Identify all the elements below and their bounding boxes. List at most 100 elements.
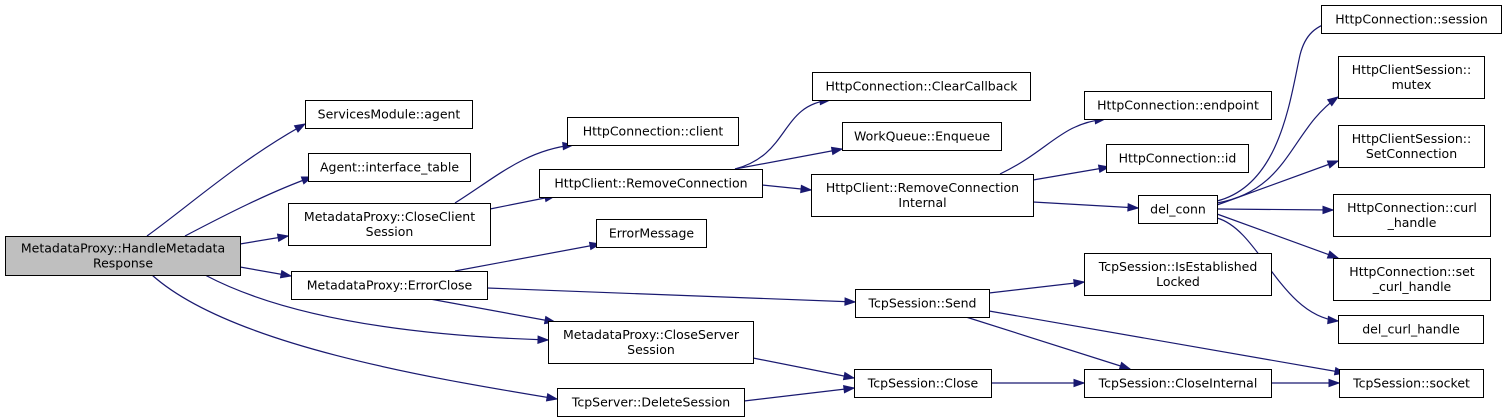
node-label: HttpConnection::endpoint — [1097, 98, 1259, 113]
node-label: HttpConnection::id — [1119, 151, 1237, 166]
node-label: TcpSession::IsEstablished — [1098, 259, 1258, 274]
node-label: HttpClientSession:: — [1352, 62, 1471, 77]
node-box — [1333, 258, 1491, 301]
node-label: ErrorMessage — [609, 226, 695, 241]
node-label: mutex — [1392, 77, 1432, 92]
arrowhead-icon — [279, 269, 293, 279]
node-label: _handle — [1387, 215, 1437, 230]
node-label: HttpClient::RemoveConnection — [826, 180, 1019, 195]
node-hcs_mutex[interactable]: HttpClientSession::mutex — [1338, 56, 1485, 99]
node-hc_set_curl[interactable]: HttpConnection::set_curl_handle — [1333, 258, 1491, 301]
edge-root-to-close_client — [239, 233, 290, 245]
node-box — [811, 174, 1034, 217]
edge-remove_conn_int-to-hc_id — [1032, 164, 1111, 181]
node-error_msg[interactable]: ErrorMessage — [596, 219, 707, 248]
arrowhead-icon — [1127, 203, 1140, 212]
node-label: MetadataProxy::HandleMetadata — [21, 241, 225, 256]
arrowhead-icon — [844, 297, 857, 306]
node-label: HttpConnection::set — [1349, 264, 1474, 279]
arrowhead-icon — [545, 393, 559, 402]
node-label: Session — [627, 342, 675, 357]
node-hc_curl[interactable]: HttpConnection::curl_handle — [1333, 194, 1491, 237]
node-box — [5, 236, 241, 276]
node-box — [1338, 315, 1484, 344]
node-label: Internal — [898, 195, 946, 210]
node-del_conn[interactable]: del_conn — [1138, 195, 1218, 224]
edge-remove_conn_int-to-hc_endpoint — [999, 115, 1107, 175]
node-remove_conn[interactable]: HttpClient::RemoveConnection — [539, 169, 763, 198]
edge-tcp_send-to-close_internal — [965, 316, 1132, 370]
node-box — [1339, 369, 1484, 398]
node-box — [596, 219, 707, 248]
node-label: TcpSession::Close — [867, 376, 979, 391]
node-label: MetadataProxy::ErrorClose — [307, 278, 473, 293]
node-label: Session — [366, 224, 414, 239]
node-box — [288, 203, 491, 246]
edge-root-to-error_close — [239, 266, 293, 279]
edge-del_conn-to-hc_set_curl — [1216, 213, 1340, 259]
edge-tcp_send-to-is_established — [988, 278, 1086, 294]
node-label: HttpConnection::curl — [1347, 200, 1477, 215]
node-clear_cb[interactable]: HttpConnection::ClearCallback — [812, 72, 1031, 101]
node-tcp_socket[interactable]: TcpSession::socket — [1339, 369, 1484, 398]
node-label: TcpSession::CloseInternal — [1098, 376, 1258, 391]
arrowhead-icon — [1326, 96, 1340, 107]
node-box — [854, 369, 992, 398]
node-box — [1084, 91, 1272, 120]
node-label: MetadataProxy::CloseServer — [563, 327, 740, 342]
node-box — [557, 388, 745, 417]
edge-close_server-to-tcp_close — [752, 357, 856, 381]
node-label: Agent::interface_table — [320, 160, 459, 175]
node-enqueue[interactable]: WorkQueue::Enqueue — [842, 122, 1002, 151]
arrowhead-icon — [800, 184, 813, 194]
arrowhead-icon — [1328, 378, 1341, 388]
node-hc_id[interactable]: HttpConnection::id — [1106, 144, 1249, 173]
arrowhead-icon — [1327, 315, 1340, 325]
edge-root-to-sm_agent — [146, 123, 307, 237]
node-agent_if[interactable]: Agent::interface_table — [308, 153, 471, 182]
edge-root-to-delete_session — [151, 274, 559, 402]
node-hc_endpoint[interactable]: HttpConnection::endpoint — [1084, 91, 1272, 120]
node-del_curl[interactable]: del_curl_handle — [1338, 315, 1484, 344]
edge-remove_conn-to-clear_cb — [734, 96, 832, 170]
edge-remove_conn-to-enqueue — [734, 146, 844, 170]
node-label: TcpSession::Send — [868, 296, 977, 311]
call-edges — [146, 18, 1347, 402]
node-label: TcpSession::socket — [1352, 376, 1470, 391]
node-label: Locked — [1156, 274, 1200, 289]
node-box — [1084, 369, 1272, 398]
node-box — [842, 122, 1002, 151]
edge-error_close-to-tcp_send — [486, 287, 857, 306]
edge-remove_conn-to-remove_conn_int — [761, 184, 813, 194]
node-tcp_send[interactable]: TcpSession::Send — [855, 289, 990, 318]
node-hcs_setconn[interactable]: HttpClientSession::SetConnection — [1338, 125, 1485, 168]
node-error_close[interactable]: MetadataProxy::ErrorClose — [291, 271, 488, 300]
arrowhead-icon — [830, 146, 844, 156]
node-box — [1138, 195, 1218, 224]
arrowhead-icon — [842, 371, 856, 381]
edge-del_conn-to-hcs_setconn — [1216, 160, 1340, 206]
node-delete_session[interactable]: TcpServer::DeleteSession — [557, 388, 745, 417]
node-close_internal[interactable]: TcpSession::CloseInternal — [1084, 369, 1272, 398]
node-box — [855, 289, 990, 318]
arrowhead-icon — [843, 384, 856, 394]
edge-error_close-to-close_server — [429, 298, 557, 325]
edge-close_internal-to-tcp_socket — [1271, 378, 1341, 388]
node-label: del_conn — [1150, 202, 1206, 217]
node-tcp_close[interactable]: TcpSession::Close — [854, 369, 992, 398]
arrowhead-icon — [1118, 361, 1132, 370]
arrowhead-icon — [1326, 160, 1340, 169]
node-hc_session[interactable]: HttpConnection::session — [1321, 5, 1502, 34]
node-label: Response — [93, 256, 153, 271]
node-box — [291, 271, 488, 300]
arrowhead-icon — [1326, 250, 1340, 259]
node-sm_agent[interactable]: ServicesModule::agent — [305, 100, 473, 129]
node-hc_client[interactable]: HttpConnection::client — [567, 117, 739, 146]
